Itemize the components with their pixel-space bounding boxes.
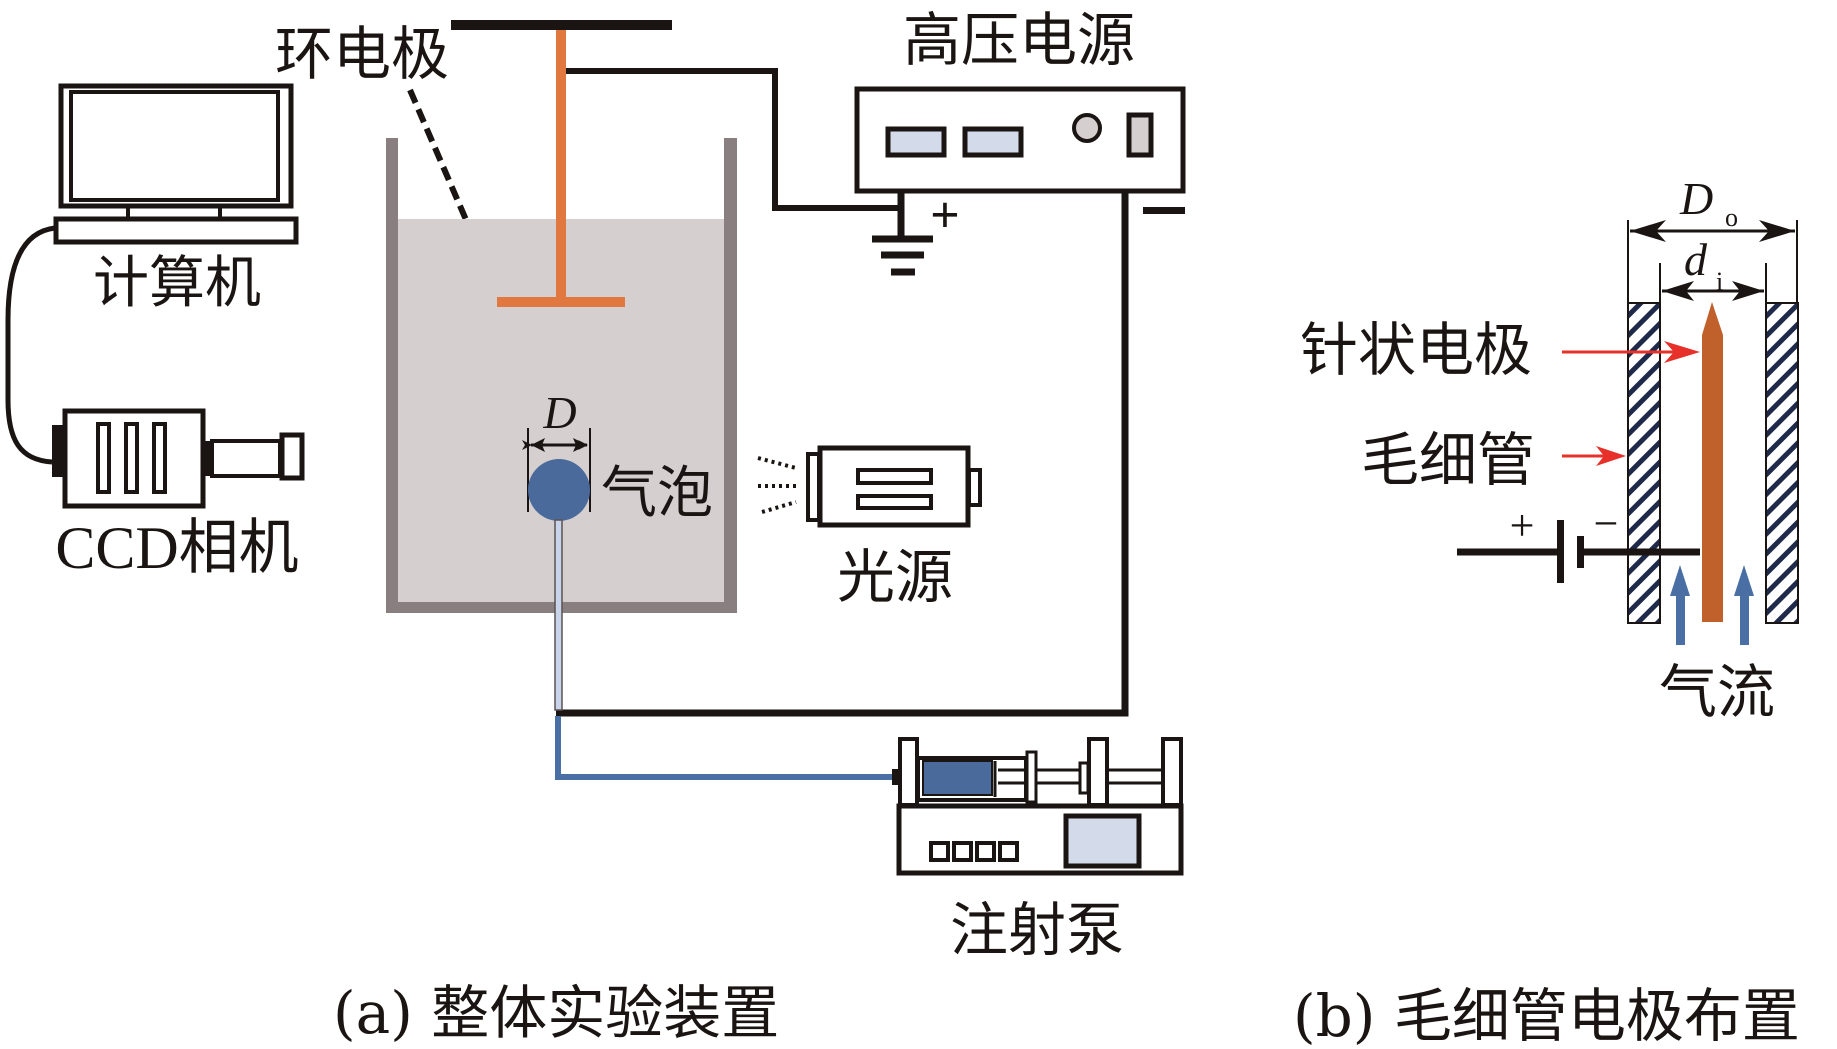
computer-label: 计算机 — [93, 251, 261, 316]
hv-knob-icon — [1072, 113, 1102, 143]
syringe-pump — [892, 737, 1184, 876]
hv-wire-negative — [556, 191, 1129, 717]
computer-icon — [53, 83, 299, 245]
hv-power-supply — [854, 86, 1186, 194]
caption-b: (b) 毛细管电极布置 — [1293, 982, 1800, 1049]
outer-diameter-label: D — [1679, 173, 1713, 224]
gas-flow-arrows — [1670, 565, 1754, 645]
bubble-diameter-label: D — [542, 387, 576, 438]
battery-icon — [1457, 520, 1700, 583]
panel-a: 计算机 CCD相机 环电极 — [5, 6, 1186, 1047]
inner-diameter-label: d — [1684, 234, 1708, 285]
capillary-label: 毛细管 — [1361, 426, 1535, 494]
bubble — [528, 459, 590, 521]
positive-terminal-label: + — [930, 187, 960, 244]
needle-electrode-label: 针状电极 — [1300, 316, 1532, 384]
outer-diameter-subscript: o — [1725, 203, 1738, 232]
bubble-label: 气泡 — [601, 461, 713, 526]
hv-switch-icon — [1126, 112, 1154, 158]
battery-minus-label: − — [1594, 499, 1619, 548]
hv-wire-positive — [566, 68, 900, 211]
gas-supply-tube — [555, 716, 893, 780]
ring-electrode — [497, 30, 625, 307]
ccd-camera-icon — [52, 408, 305, 509]
pump-display — [1063, 813, 1142, 869]
gas-flow-label: 气流 — [1659, 658, 1775, 726]
syringe-barrel — [922, 760, 993, 796]
electrode-holder-bar — [451, 20, 672, 30]
light-rays — [757, 456, 797, 514]
ccd-camera-label: CCD相机 — [55, 515, 298, 581]
ground-icon — [872, 191, 933, 276]
syringe-pump-label: 注射泵 — [950, 896, 1124, 964]
capillary-wall-right — [1765, 302, 1799, 624]
negative-terminal-sign — [1143, 207, 1185, 214]
capillary-tube — [554, 519, 563, 711]
panel-b: D o d i 针状电极 毛细管 + − 气流 — [1293, 173, 1800, 1049]
light-source-icon — [806, 445, 982, 528]
light-source-label: 光源 — [837, 543, 953, 611]
inner-diameter-subscript: i — [1716, 267, 1723, 296]
battery-plus-label: + — [1510, 501, 1535, 550]
hv-power-supply-label: 高压电源 — [903, 6, 1135, 74]
capillary-wall-left — [1627, 302, 1661, 624]
caption-a: (a) 整体实验装置 — [333, 979, 779, 1047]
needle-electrode — [1702, 302, 1723, 622]
camera-cable — [5, 225, 56, 465]
ring-electrode-label: 环电极 — [275, 20, 449, 88]
